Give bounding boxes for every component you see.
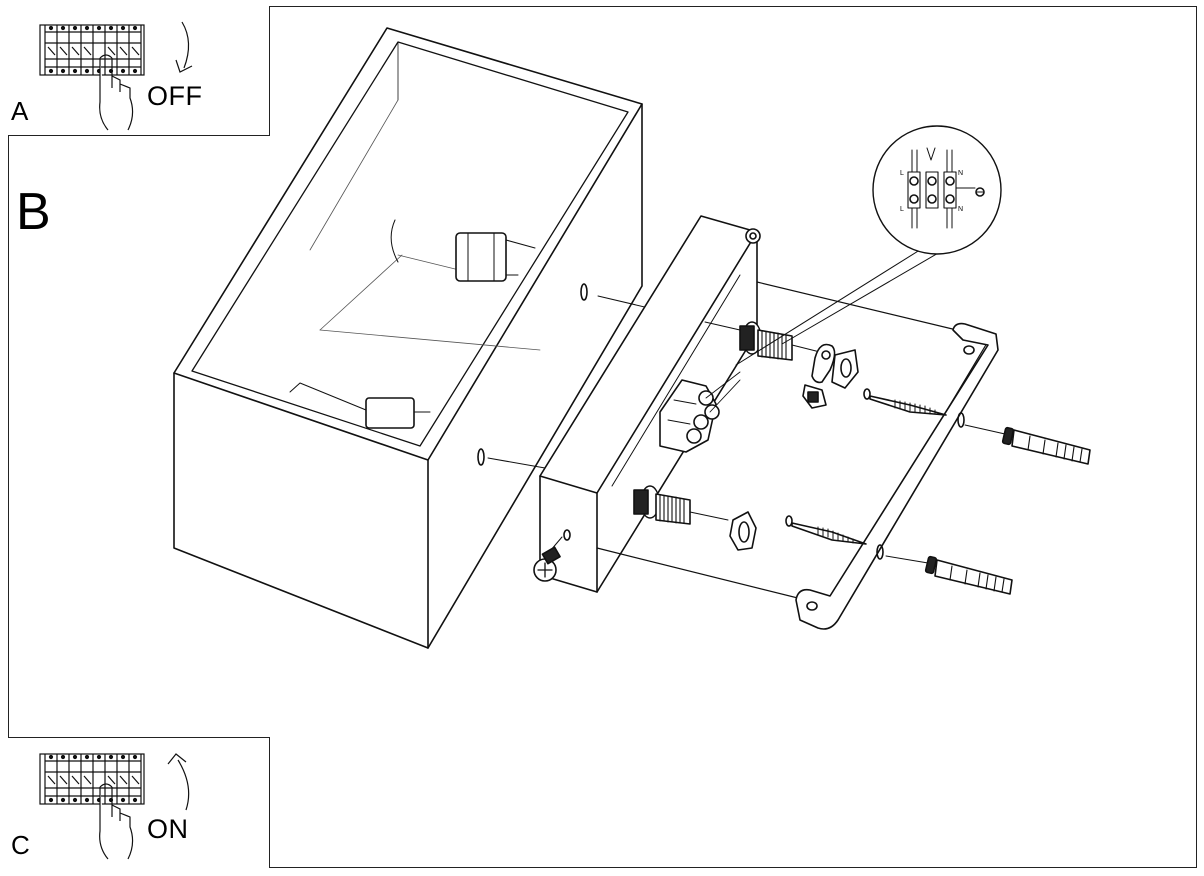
step-c-label: C — [11, 830, 30, 860]
circuit-breaker-icon — [39, 21, 193, 131]
earth-lug — [802, 343, 859, 409]
arrow-up-icon — [167, 753, 190, 811]
step-a-label: A — [11, 96, 29, 126]
screw-upper — [863, 388, 947, 416]
hand-icon — [99, 54, 134, 131]
earth-ground-icon — [975, 187, 985, 197]
on-label: ON — [147, 814, 189, 844]
cable-gland-upper — [704, 321, 821, 361]
hex-nut — [729, 511, 757, 551]
wall-plug-upper — [964, 424, 1091, 465]
step-c-panel — [8, 737, 270, 868]
live-label-bottom: L — [900, 206, 904, 213]
live-label-top: L — [900, 170, 904, 177]
mounting-plate — [533, 215, 761, 593]
lamp-housing — [173, 27, 701, 649]
terminal-block — [659, 371, 741, 453]
cable-gland-lower — [633, 485, 729, 525]
neutral-label-bottom: N — [958, 206, 964, 213]
screw-lower — [785, 515, 867, 545]
neutral-label-top: N — [958, 170, 964, 177]
arrow-down-icon — [175, 21, 193, 73]
hand-icon — [99, 783, 134, 860]
circuit-breaker-icon — [39, 753, 190, 860]
wiring-detail-callout — [735, 125, 1002, 366]
step-b-label: B — [16, 183, 51, 241]
step-a-panel — [8, 6, 270, 136]
off-label: OFF — [147, 81, 203, 111]
instruction-frame — [8, 6, 1197, 868]
wall-plug-lower — [885, 555, 1013, 595]
wall-bracket — [596, 281, 999, 630]
